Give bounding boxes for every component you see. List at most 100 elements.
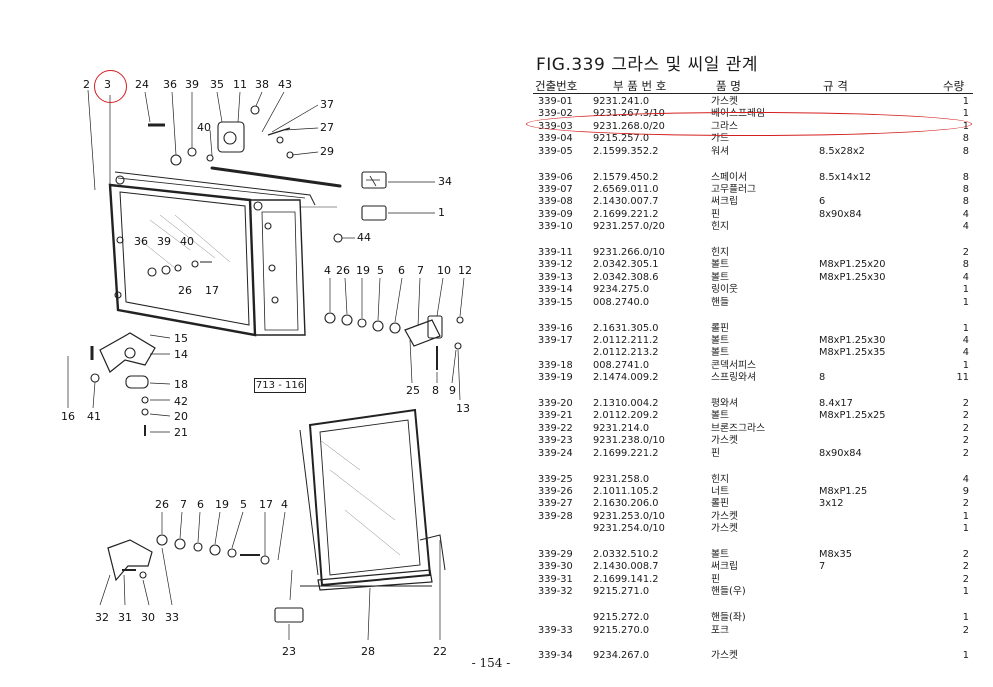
cell-part-no: 2.0342.308.6	[593, 271, 659, 283]
cell-qty: 4	[962, 271, 969, 283]
callout-4b: 4	[281, 498, 288, 511]
cell-qty: 1	[962, 612, 969, 624]
callout-5b: 5	[240, 498, 247, 511]
callout-36b: 36	[134, 235, 148, 248]
callout-17: 17	[205, 284, 219, 297]
cell-spec: M8xP1.25x25	[819, 410, 886, 422]
cell-qty: 1	[962, 359, 969, 371]
cell-ref: 339-15	[538, 296, 573, 308]
cell-name: 가스켓	[711, 96, 739, 107]
diagram-drawing	[67, 89, 465, 641]
cell-qty: 2	[962, 549, 969, 560]
cell-part-no: 008.2741.0	[593, 359, 650, 371]
cell-part-no: 9234.275.0	[593, 284, 650, 296]
callout-39b: 39	[157, 235, 171, 248]
cell-name: 핀	[711, 208, 721, 220]
cell-name: 힌지	[711, 473, 730, 485]
callout-32: 32	[95, 611, 109, 624]
header-part-no: 부 품 번 호	[613, 79, 667, 93]
cell-name: 힌지	[711, 247, 730, 258]
cell-qty: 8	[962, 171, 969, 183]
cell-part-no: 2.1579.450.2	[593, 171, 659, 183]
cell-spec: 3x12	[819, 498, 844, 510]
callout-1: 1	[438, 206, 445, 219]
rear-window-frame	[108, 166, 342, 337]
lower-handle-assembly	[107, 534, 270, 582]
cell-ref: 339-14	[538, 284, 573, 296]
cell-ref: 339-12	[538, 259, 573, 271]
cell-ref: 339-06	[538, 171, 573, 183]
cell-qty: 8	[962, 133, 969, 145]
callout-24: 24	[135, 78, 149, 91]
callout-16: 16	[61, 410, 75, 423]
cell-part-no: 9231.238.0/10	[593, 435, 665, 447]
cell-name: 가스켓	[711, 510, 739, 522]
cell-qty: 1	[962, 284, 969, 296]
callout-26c: 26	[155, 498, 169, 511]
cell-part-no: 2.1699.221.2	[593, 447, 659, 459]
cell-qty: 1	[962, 586, 969, 598]
callout-29: 29	[320, 145, 334, 158]
callout-18: 18	[174, 378, 188, 391]
cell-part-no: 9231.257.0/20	[593, 221, 665, 233]
cell-name: 가스켓	[711, 435, 739, 447]
cell-part-no: 2.1474.009.2	[593, 372, 659, 384]
cell-spec: M8xP1.25x35	[819, 347, 886, 359]
cell-ref: 339-10	[538, 221, 573, 233]
cell-spec: M8xP1.25	[819, 485, 868, 497]
cell-part-no: 2.1599.352.2	[593, 145, 659, 157]
callout-21: 21	[174, 426, 188, 439]
callout-28: 28	[361, 645, 375, 658]
cell-spec: 8.5x28x2	[819, 145, 865, 157]
cell-ref: 339-19	[538, 372, 573, 384]
cell-part-no: 2.0112.213.2	[593, 347, 659, 359]
cell-part-no: 2.0332.510.2	[593, 549, 659, 560]
cell-spec: M8xP1.25x30	[819, 334, 886, 346]
callout-37: 37	[320, 98, 334, 111]
cell-part-no: 9231.254.0/10	[593, 523, 665, 535]
cell-ref: 339-02	[538, 108, 573, 120]
callout-42: 42	[174, 395, 188, 408]
diagram-code-box: 713 - 116	[254, 378, 306, 393]
cell-name: 핀	[711, 573, 721, 585]
cell-part-no: 2.1631.305.0	[593, 322, 659, 334]
cell-qty: 4	[962, 347, 969, 359]
cell-part-no: 9215.272.0	[593, 612, 650, 624]
cell-qty: 4	[962, 334, 969, 346]
cell-qty: 2	[962, 498, 969, 510]
cell-qty: 4	[962, 221, 969, 233]
header-spec: 규 격	[823, 79, 848, 93]
highlight-ellipse-339-03	[526, 112, 972, 136]
callout-3: 3	[104, 78, 111, 91]
cell-qty: 8	[962, 259, 969, 271]
cell-name: 볼트	[711, 347, 730, 359]
callout-40b: 40	[180, 235, 194, 248]
cell-ref: 339-31	[538, 573, 573, 585]
cell-ref: 339-08	[538, 196, 573, 208]
cell-part-no: 008.2740.0	[593, 296, 650, 308]
cell-name: 평와셔	[711, 398, 739, 409]
callout-19: 19	[356, 264, 370, 277]
cell-ref: 339-09	[538, 208, 573, 220]
callout-19b: 19	[215, 498, 229, 511]
cell-ref: 339-16	[538, 322, 573, 334]
cell-part-no: 2.1310.004.2	[593, 398, 659, 409]
cell-qty: 2	[962, 422, 969, 434]
cell-name: 스페이서	[711, 171, 748, 183]
cell-ref: 339-29	[538, 549, 573, 560]
cell-spec: 8.4x17	[819, 398, 853, 409]
callout-44: 44	[357, 231, 371, 244]
cell-name: 가드	[711, 133, 730, 145]
cell-name: 힌지	[711, 221, 730, 233]
table-header: 건출번호 부 품 번 호 품 명 규 격 수량	[533, 78, 973, 94]
cell-ref: 339-11	[538, 247, 573, 258]
